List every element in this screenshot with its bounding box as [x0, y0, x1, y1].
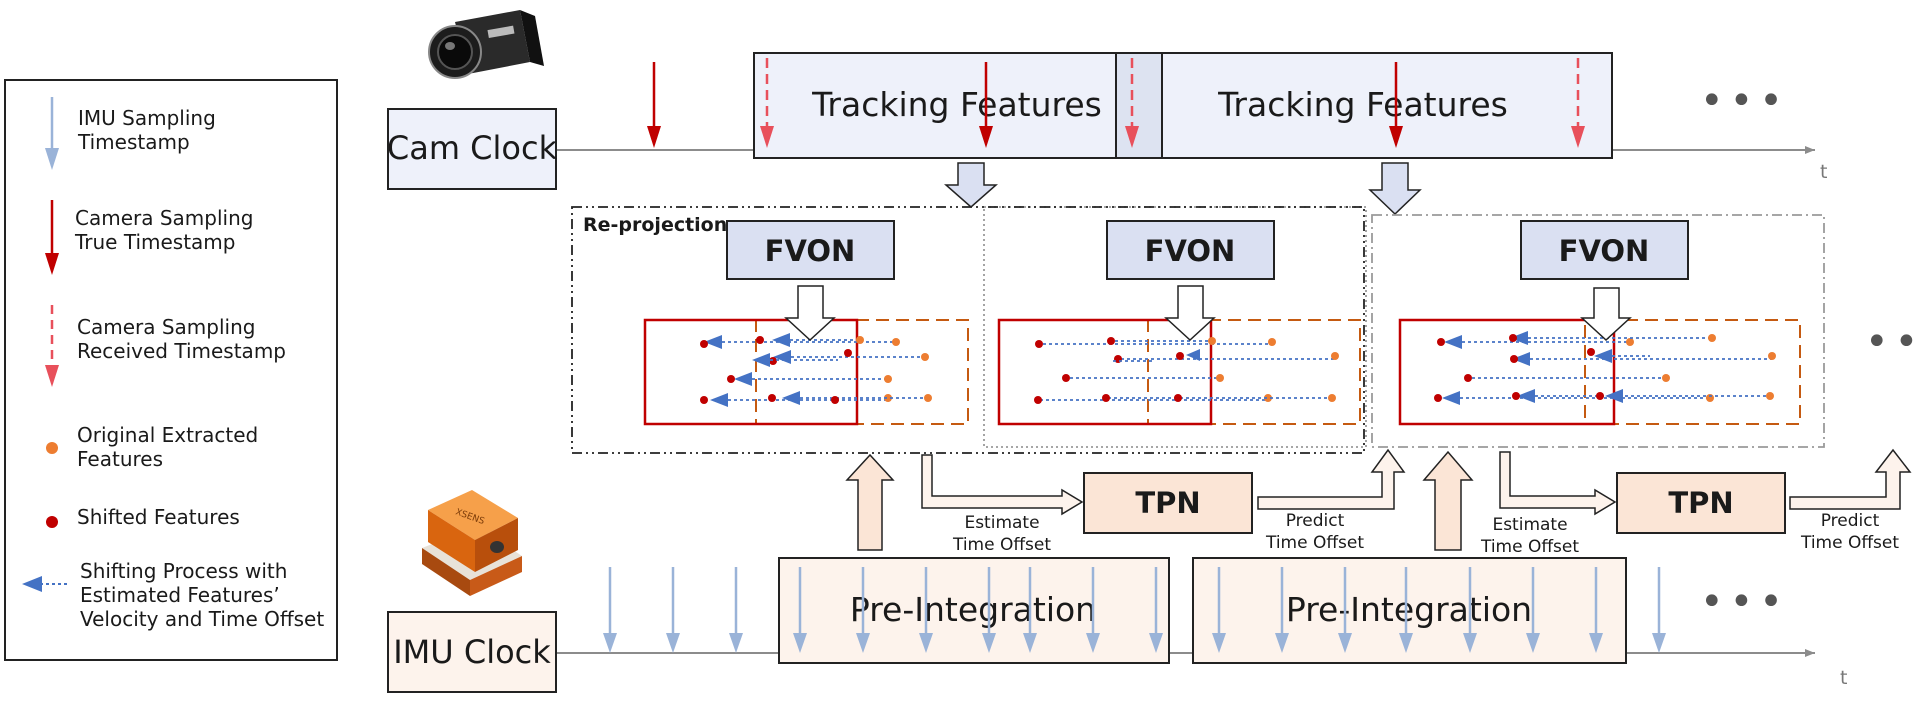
camera-true-arrows — [647, 62, 1403, 148]
imu-arrow-head — [603, 633, 617, 653]
up-arrow-preint-1-shape — [845, 453, 895, 551]
fvon-box-3: FVON — [1520, 220, 1689, 280]
cam-clock-box — [387, 108, 557, 190]
fvon-box-2: FVON — [1106, 220, 1275, 280]
legend-shifting-process: Shifting Process with Estimated Features… — [22, 559, 324, 631]
fvon-box-1: FVON — [726, 220, 895, 280]
preint-label-1: Pre-Integration — [850, 590, 1096, 629]
tpn-label-1: TPN — [1135, 486, 1200, 520]
legend-camrecv-line1: Camera Sampling — [77, 315, 255, 339]
legend-orig-line2: Features — [77, 447, 163, 471]
feature-group-3 — [1398, 318, 1801, 426]
imu-time-axis-label: t — [1840, 667, 1847, 689]
fvon-label-2: FVON — [1145, 234, 1236, 268]
legend-camera-true: Camera Sampling True Timestamp — [45, 200, 253, 275]
imu-sampling-arrows — [603, 567, 1666, 653]
legend-imu-line2: Timestamp — [77, 130, 190, 154]
estimate-label-1-line1: Estimate — [964, 513, 1039, 533]
imu-arrow-head — [1526, 633, 1540, 653]
predict-label-2-line2: Time Offset — [1800, 533, 1899, 553]
imu-arrow-head — [1338, 633, 1352, 653]
imu-arrow-head — [1463, 633, 1477, 653]
tracking-overlap — [1115, 52, 1163, 159]
cam-time-axis-label: t — [1820, 161, 1827, 183]
legend-camera-received: Camera Sampling Received Timestamp — [45, 305, 286, 387]
feature-group-1 — [643, 318, 969, 426]
down-arrow-fvon-2 — [1164, 285, 1216, 342]
camera-icon — [428, 10, 544, 79]
fvon-label-3: FVON — [1559, 234, 1650, 268]
cam-clock-label: Cam Clock — [387, 129, 558, 167]
reprojection-label: Re-projection — [583, 214, 727, 236]
up-arrow-preint-2 — [1422, 450, 1474, 551]
tpn-box-1: TPN — [1083, 472, 1253, 534]
legend-imu-sampling: IMU Sampling Timestamp — [45, 97, 216, 170]
imu-device-icon: XSENS — [422, 490, 522, 596]
imu-clock-label: IMU Clock — [393, 633, 551, 671]
predict-arrow-2 — [1789, 448, 1912, 510]
imu-arrow-head — [1086, 633, 1100, 653]
imu-arrow-head — [856, 633, 870, 653]
estimate-label-2-line1: Estimate — [1492, 515, 1567, 535]
tpn-box-2: TPN — [1616, 472, 1786, 534]
legend-shifted-line1: Shifted Features — [77, 505, 240, 529]
reprojection-region-3 — [1371, 214, 1825, 448]
down-arrow-tracking-2 — [1368, 162, 1422, 216]
imu-arrow-head — [1589, 633, 1603, 653]
legend-camtrue-line2: True Timestamp — [74, 230, 235, 254]
fvon-label-1: FVON — [765, 234, 856, 268]
predict-label-1-line2: Time Offset — [1265, 533, 1364, 553]
feature-group-2 — [997, 318, 1361, 426]
legend-camtrue-line1: Camera Sampling — [75, 206, 253, 230]
legend: IMU Sampling Timestamp Camera Sampling T… — [4, 79, 338, 661]
down-arrow-fvon-3 — [1580, 287, 1632, 342]
imu-arrow-head — [919, 633, 933, 653]
estimate-label-1-line2: Time Offset — [952, 535, 1051, 555]
reprojection-ellipsis: ••• — [1865, 319, 1923, 365]
predict-label-1-line1: Predict — [1286, 511, 1345, 531]
imu-arrow-head — [729, 633, 743, 653]
tracking-window-1: Tracking Features — [753, 52, 1117, 159]
down-arrow-tracking-1 — [944, 162, 998, 208]
camera-received-arrows — [760, 58, 1585, 148]
imu-ellipsis: ••• — [1700, 579, 1789, 625]
predict-label-2-line1: Predict — [1821, 511, 1880, 531]
legend-original-features: Original Extracted Features — [46, 423, 258, 471]
legend-shift-line3: Velocity and Time Offset — [80, 607, 324, 631]
legend-orig-line1: Original Extracted — [77, 423, 258, 447]
imu-arrow-head — [1023, 633, 1037, 653]
estimate-arrow-2 — [1499, 451, 1617, 516]
tracking-label-1: Tracking Features — [811, 85, 1102, 124]
imu-arrow-head — [793, 633, 807, 653]
preintegration-window-1: Pre-Integration — [778, 557, 1170, 664]
imu-arrow-head — [1275, 633, 1289, 653]
cam-ellipsis: ••• — [1700, 78, 1789, 124]
imu-arrow-head — [1149, 633, 1163, 653]
predict-arrow-1 — [1257, 448, 1406, 510]
imu-arrow-head — [982, 633, 996, 653]
imu-arrow-head — [1399, 633, 1413, 653]
legend-shifted-features: Shifted Features — [46, 505, 240, 529]
estimate-arrow-1 — [921, 454, 1084, 516]
legend-imu-line1: IMU Sampling — [78, 106, 216, 130]
estimate-label-2-line2: Time Offset — [1480, 537, 1579, 557]
imu-clock-box — [387, 611, 557, 693]
preint-label-2: Pre-Integration — [1286, 590, 1532, 629]
legend-shift-line2: Estimated Features’ — [80, 583, 280, 607]
reprojection-region-1 — [571, 206, 1365, 454]
imu-arrow-head — [666, 633, 680, 653]
tpn-label-2: TPN — [1668, 486, 1733, 520]
imu-arrow-head — [1212, 633, 1226, 653]
tracking-label-2: Tracking Features — [1217, 85, 1508, 124]
legend-shift-line1: Shifting Process with — [80, 559, 287, 583]
legend-camrecv-line2: Received Timestamp — [77, 339, 286, 363]
legend-box — [4, 79, 338, 661]
preintegration-window-2: Pre-Integration — [1192, 557, 1627, 664]
tracking-window-2: Tracking Features — [1161, 52, 1613, 159]
down-arrow-fvon-1 — [784, 285, 836, 342]
imu-arrow-head — [1652, 633, 1666, 653]
